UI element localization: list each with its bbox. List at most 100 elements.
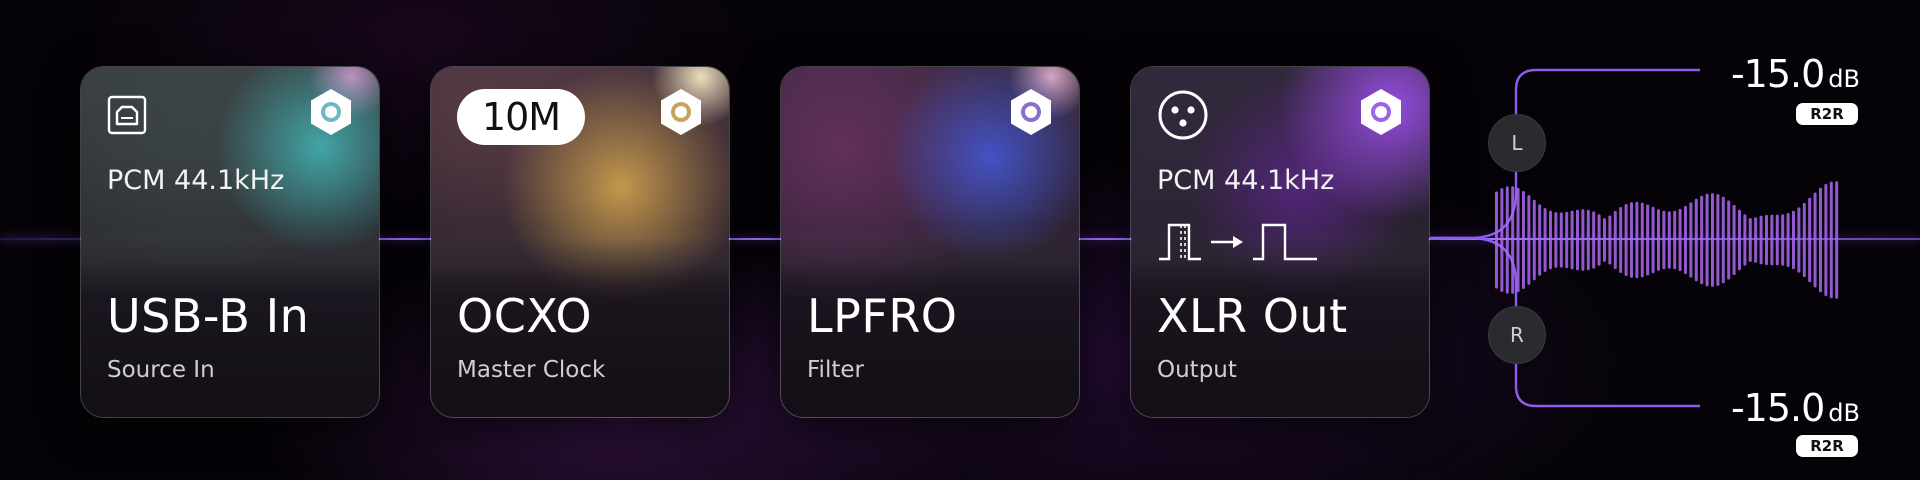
waveform-bar: [1543, 207, 1547, 273]
waveform-bar: [1835, 181, 1839, 299]
waveform-bar: [1808, 197, 1812, 283]
waveform-bar: [1781, 214, 1785, 266]
stereo-split-bracket: [1430, 68, 1700, 408]
card-ocxo-clock[interactable]: 10M OCXO Master Clock: [430, 66, 730, 418]
clock-frequency-badge: 10M: [457, 89, 585, 145]
card-title: USB-B In: [107, 289, 310, 343]
waveform-bar: [1549, 210, 1552, 270]
waveform-bar: [1559, 212, 1563, 268]
waveform-bar: [1522, 191, 1525, 289]
waveform-bar: [1673, 210, 1677, 270]
waveform-bar: [1495, 191, 1498, 289]
waveform-bar: [1824, 183, 1828, 297]
dac-type-badge: R2R: [1796, 103, 1858, 125]
waveform-bar: [1570, 210, 1574, 270]
waveform-bar: [1608, 215, 1612, 265]
waveform-bar: [1754, 217, 1758, 263]
audio-waveform: [1495, 181, 1839, 299]
waveform-bar: [1743, 214, 1747, 266]
card-shade: [781, 237, 1079, 417]
xlr-connector-icon: [1158, 90, 1208, 140]
waveform-bar: [1721, 196, 1725, 284]
waveform-bar: [1538, 204, 1542, 276]
card-usb-input[interactable]: PCM 44.1kHz USB-B In Source In: [80, 66, 380, 418]
waveform-bar: [1792, 210, 1795, 270]
card-shade: [81, 237, 379, 417]
card-title: LPFRO: [807, 289, 958, 343]
waveform-bar: [1738, 209, 1741, 271]
channel-right-button[interactable]: R: [1488, 306, 1546, 364]
card-title: OCXO: [457, 289, 593, 343]
settings-hex-icon[interactable]: [307, 87, 355, 137]
waveform-bar: [1765, 214, 1768, 266]
waveform-bar: [1657, 209, 1660, 271]
waveform-bar: [1684, 205, 1687, 275]
waveform-bar: [1505, 186, 1509, 294]
card-subtitle: Output: [1157, 357, 1237, 383]
card-shade: [1131, 237, 1429, 417]
waveform-bar: [1635, 201, 1639, 279]
waveform-bar: [1759, 215, 1763, 265]
waveform-bar: [1624, 203, 1628, 277]
waveform-bar: [1592, 211, 1596, 269]
waveform-bar: [1500, 188, 1504, 292]
waveform-bar: [1640, 202, 1644, 278]
card-subtitle: Filter: [807, 357, 864, 383]
card-subtitle: Source In: [107, 357, 215, 383]
waveform-bar: [1689, 202, 1693, 278]
waveform-bar: [1711, 193, 1714, 287]
waveform-bar: [1619, 206, 1623, 274]
settings-hex-icon[interactable]: [1007, 87, 1055, 137]
waveform-bar: [1727, 200, 1731, 280]
waveform-bar: [1705, 193, 1709, 287]
waveform-bar: [1694, 198, 1698, 282]
waveform-bar: [1797, 207, 1801, 273]
waveform-bar: [1646, 204, 1650, 276]
waveform-bar: [1554, 212, 1558, 268]
waveform-bar: [1716, 194, 1720, 286]
waveform-bar: [1532, 199, 1536, 281]
waveform-bar: [1802, 202, 1806, 278]
level-unit: dB: [1828, 65, 1860, 93]
waveform-bar: [1732, 204, 1736, 276]
waveform-bar: [1813, 192, 1817, 288]
waveform-bar: [1576, 209, 1579, 271]
card-xlr-output[interactable]: PCM 44.1kHz XLR Out Output: [1130, 66, 1430, 418]
level-unit: dB: [1828, 399, 1860, 427]
waveform-bar: [1662, 210, 1666, 270]
settings-hex-icon[interactable]: [1357, 87, 1405, 137]
card-subtitle: Master Clock: [457, 357, 606, 383]
waveform-bar: [1586, 209, 1590, 271]
waveform-bar: [1565, 211, 1569, 269]
waveform-bar: [1511, 186, 1515, 294]
card-shade: [431, 237, 729, 417]
settings-hex-icon[interactable]: [657, 87, 705, 137]
usb-b-icon: [107, 95, 147, 135]
waveform-bar: [1748, 217, 1752, 263]
waveform-bar: [1700, 195, 1704, 285]
waveform-bar: [1516, 187, 1520, 293]
waveform-bar: [1678, 208, 1682, 272]
waveform-bar: [1829, 181, 1833, 299]
waveform-bar: [1770, 214, 1774, 266]
channel-left-button[interactable]: L: [1488, 114, 1546, 172]
waveform-bar: [1581, 209, 1585, 271]
waveform-bar: [1527, 195, 1531, 285]
waveform-bar: [1630, 202, 1633, 278]
card-filter[interactable]: LPFRO Filter: [780, 66, 1080, 418]
reclock-waveform-icon: [1159, 223, 1317, 261]
waveform-bar: [1613, 210, 1617, 270]
dac-type-badge: R2R: [1796, 435, 1858, 457]
waveform-bar: [1603, 218, 1606, 262]
sample-rate-label: PCM 44.1kHz: [107, 165, 285, 196]
waveform-bar: [1667, 211, 1671, 269]
level-value: -15.0: [1730, 386, 1825, 430]
waveform-bar: [1819, 187, 1822, 293]
level-value: -15.0: [1730, 52, 1825, 96]
card-title: XLR Out: [1157, 289, 1348, 343]
waveform-bar: [1651, 206, 1655, 274]
waveform-bar: [1786, 213, 1790, 267]
waveform-bar: [1775, 214, 1779, 266]
